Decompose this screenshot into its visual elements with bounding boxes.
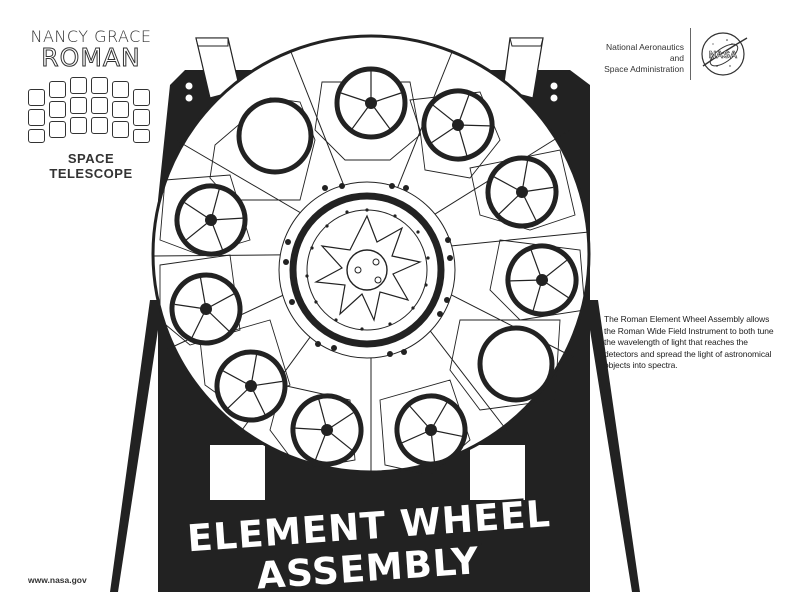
detector-grid-icon xyxy=(28,77,154,143)
nasa-meatball-icon: NASA xyxy=(701,32,748,76)
agency-name-line1: National Aeronautics and xyxy=(606,42,684,63)
agency-name: National Aeronautics and Space Administr… xyxy=(592,42,684,75)
website-link[interactable]: www.nasa.gov xyxy=(28,575,87,585)
agency-name-line2: Space Administration xyxy=(604,64,684,74)
logo-line-nancy-grace: NANCY GRACE xyxy=(30,27,152,46)
roman-logo: NANCY GRACE ROMAN SPACE TELESCOPE xyxy=(28,28,154,181)
svg-text:NASA: NASA xyxy=(709,50,737,61)
logo-line-roman: ROMAN xyxy=(41,43,141,72)
logo-line-space-telescope: SPACE TELESCOPE xyxy=(49,151,133,181)
divider xyxy=(690,28,691,80)
description-text: The Roman Element Wheel Assembly allows … xyxy=(604,314,774,371)
